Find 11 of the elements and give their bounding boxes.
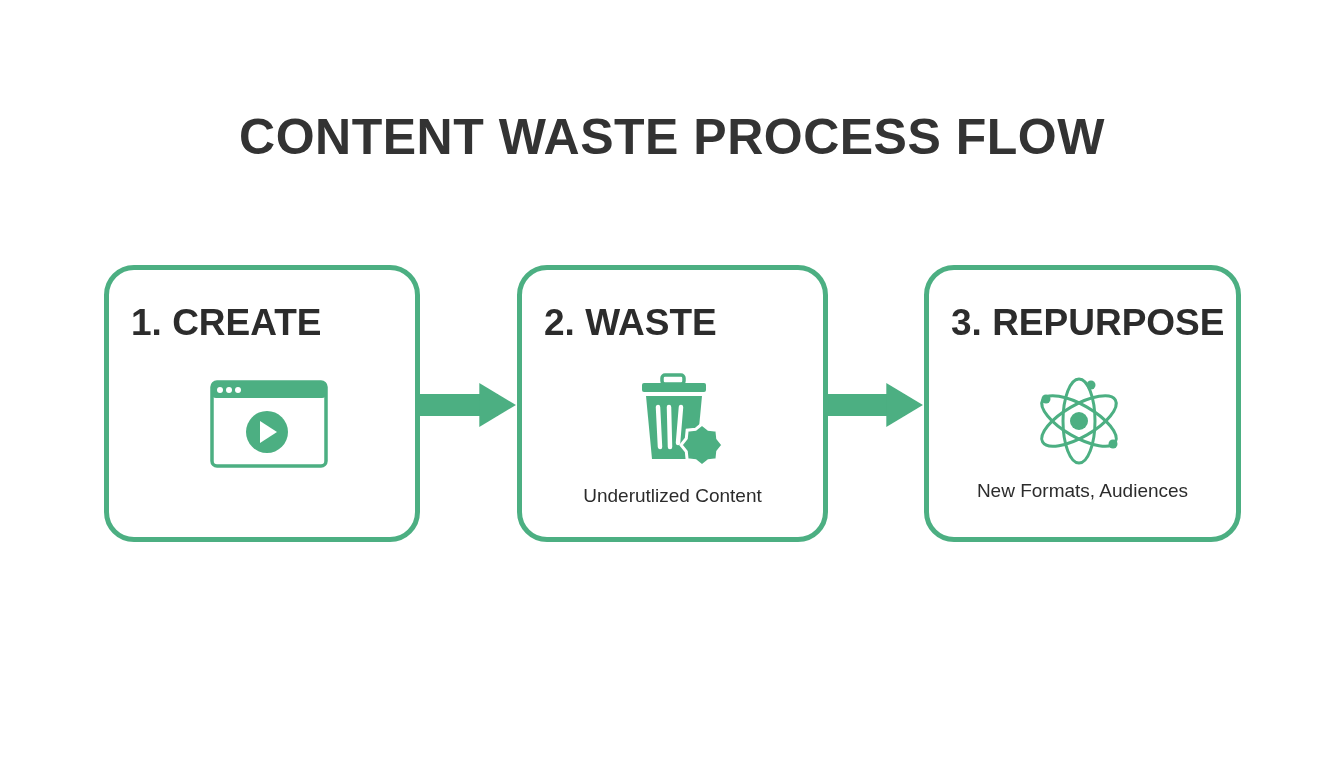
step-box bbox=[104, 265, 420, 542]
step-heading: 2. WASTE bbox=[544, 302, 717, 344]
flow-arrow bbox=[420, 383, 516, 427]
step-heading: 1. CREATE bbox=[131, 302, 322, 344]
step-box bbox=[924, 265, 1241, 542]
step-caption: New Formats, Audiences bbox=[975, 480, 1190, 502]
step-box bbox=[517, 265, 828, 542]
step-heading: 3. REPURPOSE bbox=[951, 302, 1225, 344]
flow-arrow bbox=[828, 383, 923, 427]
step-caption: Underutlized Content bbox=[582, 485, 763, 507]
diagram-title: CONTENT WASTE PROCESS FLOW bbox=[238, 108, 1106, 166]
